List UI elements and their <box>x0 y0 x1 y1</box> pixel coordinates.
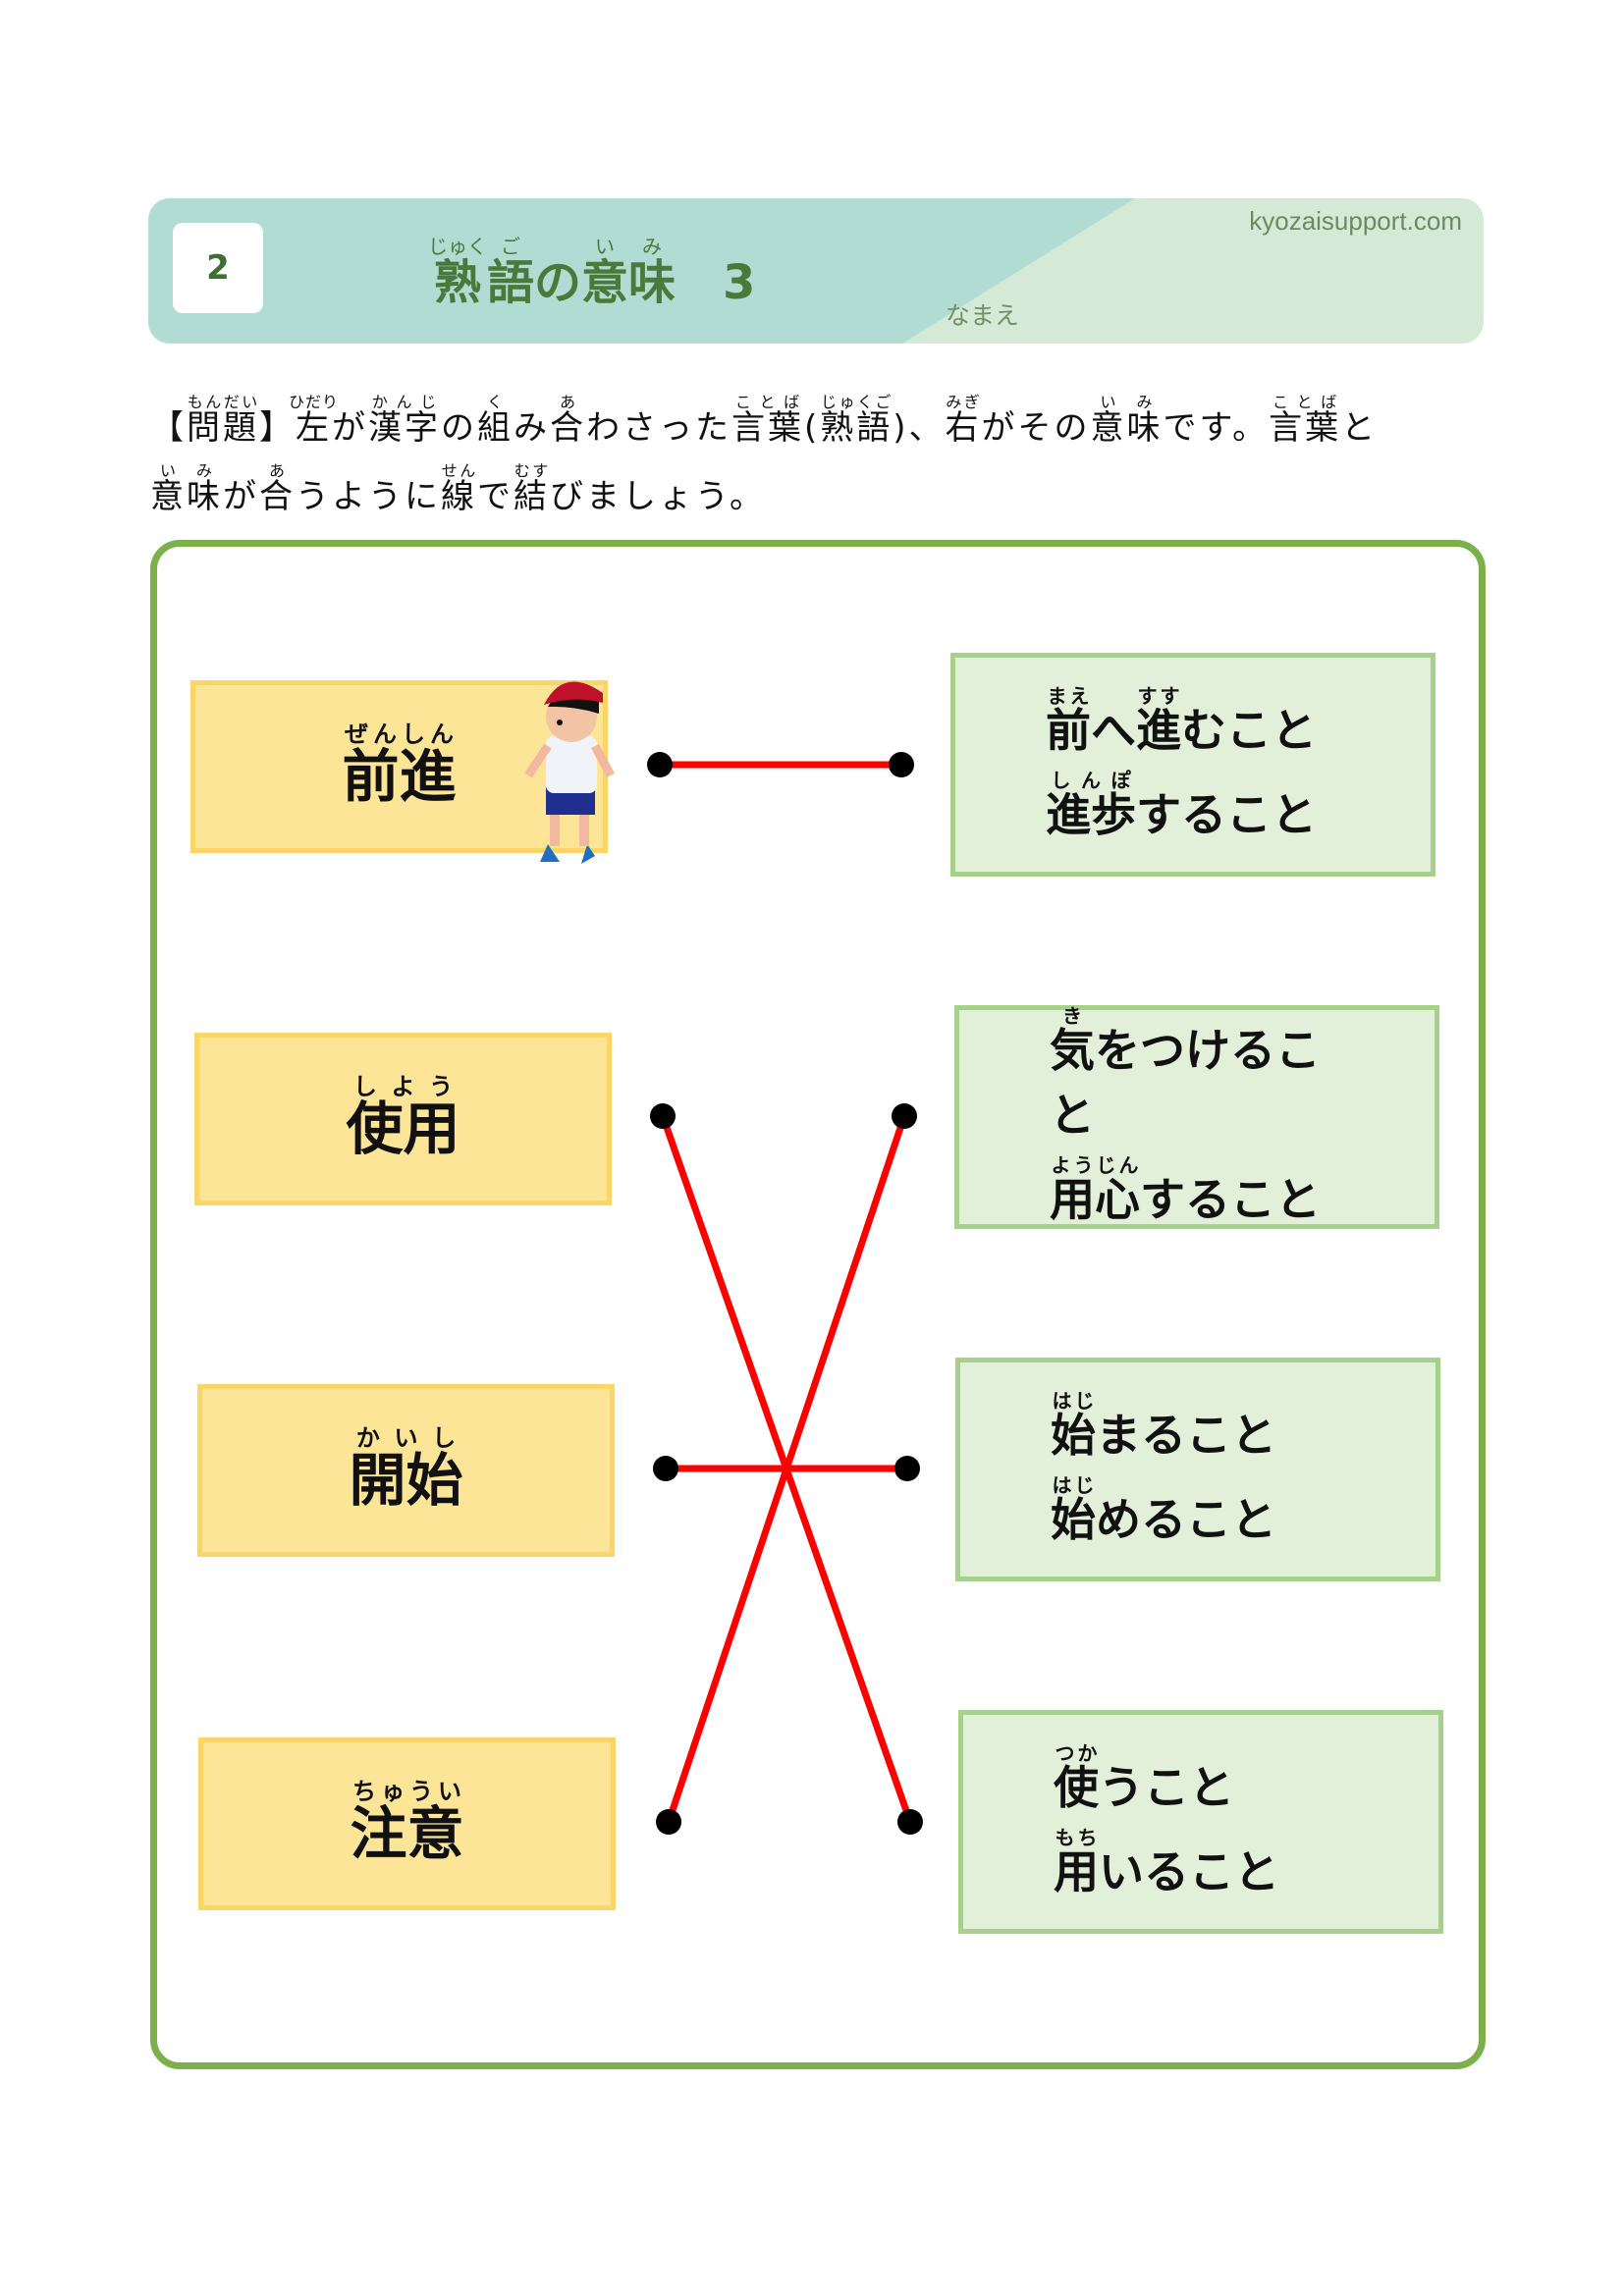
meaning-box-1: 前まえへ進すすむこと進歩しんぽすること <box>950 653 1435 877</box>
ruby-word: 進歩しんぽ <box>1046 769 1136 841</box>
left-dot[interactable] <box>656 1809 681 1835</box>
ruby-word: 気き <box>1050 1004 1095 1077</box>
ruby-word: 問題もんだい <box>187 393 259 448</box>
instruction-line: 【問題もんだい】左ひだりが漢字かんじの組くみ合あわさった言葉ことば(熟語じゅくご… <box>150 393 1379 448</box>
meaning-line: 始はじまること <box>1051 1389 1276 1462</box>
ruby-word: 味み <box>628 235 677 310</box>
ruby-word: 意味いみ <box>1090 393 1164 448</box>
ruby-word: 意味いみ <box>150 461 223 516</box>
boy-illustration <box>524 681 615 864</box>
ruby-word: 前まえ <box>1046 684 1091 757</box>
ruby-word: 開始かいし <box>349 1424 463 1514</box>
meaning-box-3: 始はじまること始はじめること <box>955 1358 1440 1581</box>
ruby-word: 漢字かんじ <box>368 393 441 448</box>
ruby-word: 線せん <box>441 461 477 516</box>
ruby-word: 結むす <box>514 461 550 516</box>
right-dot[interactable] <box>889 752 914 777</box>
ruby-word: 言葉ことば <box>1269 393 1342 448</box>
instruction-text: 【問題もんだい】左ひだりが漢字かんじの組くみ合あわさった言葉ことば(熟語じゅくご… <box>150 393 1486 530</box>
ruby-word: 合あ <box>259 461 296 516</box>
site-url: kyozaisupport.com <box>1249 206 1462 236</box>
ruby-word: 言葉ことば <box>731 393 804 448</box>
meaning-line: 用もちいること <box>1054 1826 1279 1898</box>
meaning-line: 前まえへ進すすむこと <box>1046 684 1317 757</box>
worksheet-title: 熟じゅく語ごの意い味み 3 <box>428 235 756 310</box>
word-box-shiyou: 使用しよう <box>194 1033 612 1205</box>
left-dot[interactable] <box>653 1456 678 1481</box>
ruby-word: 始はじ <box>1051 1389 1096 1462</box>
ruby-word: 熟じゅく <box>428 235 487 310</box>
left-dot[interactable] <box>650 1103 676 1129</box>
ruby-word: 右みぎ <box>945 393 982 448</box>
instruction-line: 意味いみが合あうように線せんで結むすびましょう。 <box>150 461 766 516</box>
right-dot[interactable] <box>897 1809 923 1835</box>
ruby-word: 進すす <box>1136 684 1181 757</box>
left-dot[interactable] <box>647 752 673 777</box>
name-label: なまえ <box>946 301 1020 330</box>
word-box-chuui: 注意ちゅうい <box>198 1737 616 1910</box>
ruby-word: 語ご <box>486 235 534 310</box>
ruby-word: 前進ぜんしん <box>342 721 457 810</box>
ruby-word: 使用しよう <box>346 1073 460 1162</box>
ruby-word: 使つか <box>1054 1741 1099 1814</box>
ruby-word: 組く <box>477 393 514 448</box>
matching-frame <box>150 540 1486 2069</box>
ruby-word: 注意ちゅうい <box>350 1778 464 1867</box>
worksheet-number: 2 <box>173 223 263 313</box>
meaning-box-2: 気きをつけること用心ようじんすること <box>954 1004 1439 1229</box>
meaning-line: 進歩しんぽすること <box>1046 769 1317 841</box>
worksheet-header: 2 熟じゅく語ごの意い味み 3 kyozaisupport.com なまえ <box>148 198 1484 344</box>
meaning-line: 用心ようじんすること <box>1050 1153 1321 1226</box>
ruby-word: 熟語じゅくご <box>820 393 893 448</box>
meaning-line: 使つかうこと <box>1054 1741 1234 1814</box>
answer-line <box>665 1114 908 1824</box>
meaning-line: 気きをつけること <box>1050 1004 1321 1142</box>
ruby-word: 合あ <box>550 393 586 448</box>
ruby-word: 用心ようじん <box>1050 1153 1140 1226</box>
right-dot[interactable] <box>892 1103 917 1129</box>
ruby-word: 用もち <box>1054 1826 1099 1898</box>
meaning-box-4: 使つかうこと用もちいること <box>958 1710 1443 1934</box>
ruby-word: 左ひだり <box>289 393 340 448</box>
meaning-line: 始はじめること <box>1051 1473 1276 1546</box>
ruby-word: 始はじ <box>1051 1473 1096 1546</box>
ruby-word: 意い <box>581 235 629 310</box>
right-dot[interactable] <box>894 1456 920 1481</box>
word-box-kaishi: 開始かいし <box>197 1384 615 1557</box>
